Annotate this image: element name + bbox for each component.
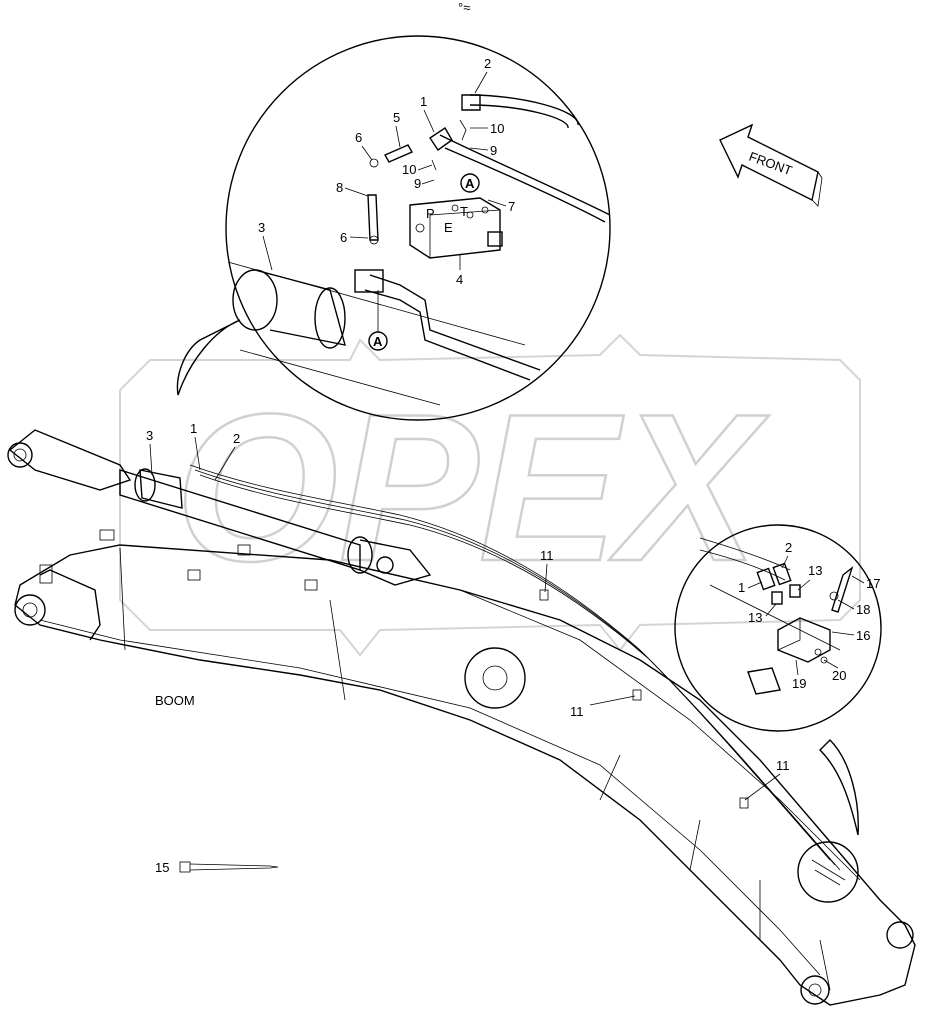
- callout-10a: 10: [490, 121, 504, 136]
- svg-text:A: A: [465, 176, 475, 191]
- port-e: E: [444, 220, 453, 235]
- callout-10b: 10: [402, 162, 416, 177]
- callout-1-main: 1: [190, 421, 197, 436]
- front-arrow-icon: FRONT: [719, 123, 823, 207]
- callout-2-top: 2: [484, 56, 491, 71]
- section-marker-a-bottom: A: [368, 290, 388, 351]
- callout-6a: 6: [355, 130, 362, 145]
- main-callouts: 3 1 2 11 11 11 BOOM 15: [146, 421, 790, 875]
- callout-19: 19: [792, 676, 806, 691]
- callout-11b: 11: [570, 704, 584, 719]
- detail-top-callouts: 2 1 10 9 5 6 10 9 8 7 3 6 4 P T E A: [258, 56, 515, 351]
- detail-top: [176, 35, 611, 421]
- callout-9b: 9: [414, 176, 421, 191]
- callout-6b: 6: [340, 230, 347, 245]
- callout-17: 17: [866, 576, 880, 591]
- callout-4: 4: [456, 272, 463, 287]
- callout-11c: 11: [776, 758, 790, 773]
- svg-text:A: A: [373, 334, 383, 349]
- boom-assembly: [7, 429, 916, 1006]
- header-mark: °≈: [458, 0, 470, 15]
- callout-3-main: 3: [146, 428, 153, 443]
- detail-right: [674, 524, 882, 836]
- port-p: P: [426, 206, 435, 221]
- port-t: T: [460, 204, 468, 219]
- callout-9a: 9: [490, 143, 497, 158]
- callout-8: 8: [336, 180, 343, 195]
- watermark: OPEX: [119, 333, 861, 657]
- front-label: FRONT: [747, 149, 794, 178]
- callout-16: 16: [856, 628, 870, 643]
- callout-1-right: 1: [738, 580, 745, 595]
- callout-2-main: 2: [233, 431, 240, 446]
- callout-11a: 11: [540, 548, 554, 563]
- callout-13b: 13: [748, 610, 762, 625]
- cable-tie-icon: [179, 861, 279, 873]
- section-marker-a-top: A: [460, 173, 480, 193]
- callout-18: 18: [856, 602, 870, 617]
- detail-right-callouts: 2 1 13 13 17 18 16 19 20: [738, 540, 880, 691]
- watermark-text: OPEX: [175, 370, 769, 605]
- callout-7: 7: [508, 199, 515, 214]
- callout-1-top: 1: [420, 94, 427, 109]
- boom-title: BOOM: [155, 693, 195, 708]
- callout-20: 20: [832, 668, 846, 683]
- callout-13a: 13: [808, 563, 822, 578]
- callout-5: 5: [393, 110, 400, 125]
- callout-3-top: 3: [258, 220, 265, 235]
- callout-15: 15: [155, 860, 169, 875]
- callout-2-right: 2: [785, 540, 792, 555]
